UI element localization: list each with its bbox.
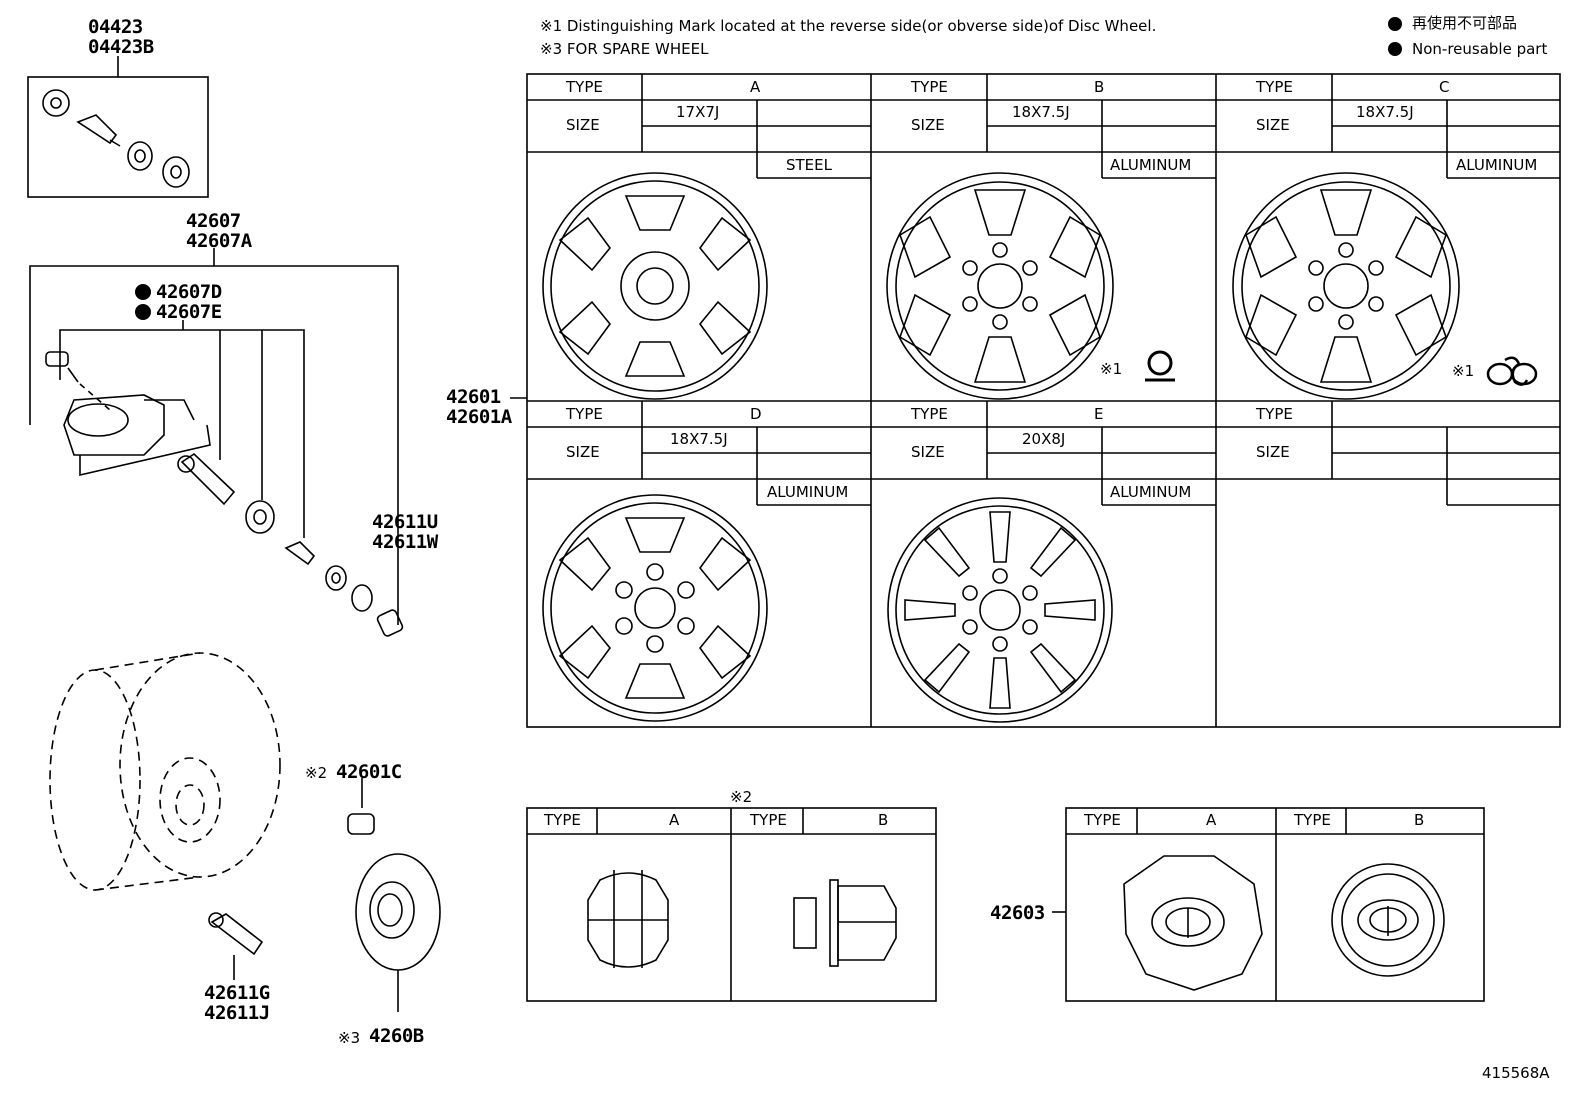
type-label: TYPE xyxy=(1256,405,1293,423)
part-number-04423[interactable]: 04423 xyxy=(88,16,143,38)
part-number-42607a[interactable]: 42607A xyxy=(186,230,252,252)
legend-dot-icon xyxy=(1388,42,1402,56)
wheel-material-d: ALUMINUM xyxy=(767,483,849,501)
type-label: TYPE xyxy=(750,811,787,829)
wheel-a-drawing xyxy=(542,172,768,400)
wheel-size-e: 20X8J xyxy=(1022,430,1066,448)
mark-label-b: ※1 xyxy=(1100,360,1123,378)
part-number-42611w[interactable]: 42611W xyxy=(372,531,438,553)
part-number-42611j[interactable]: 42611J xyxy=(204,1002,270,1024)
type-label: TYPE xyxy=(566,78,603,96)
lug-nut-42601c-drawing xyxy=(347,778,375,835)
part-number-42603[interactable]: 42603 xyxy=(990,902,1045,924)
spare-wheel-4260b-drawing xyxy=(355,853,441,1012)
size-label: SIZE xyxy=(566,443,600,461)
cap-a-drawing xyxy=(1123,855,1263,991)
type-label: TYPE xyxy=(1256,78,1293,96)
type-label: TYPE xyxy=(1294,811,1331,829)
size-label: SIZE xyxy=(911,443,945,461)
valve-42611g-drawing xyxy=(208,912,264,980)
part-number-42611g[interactable]: 42611G xyxy=(204,982,270,1004)
cap-b-drawing xyxy=(1331,863,1445,977)
nut-type-b: B xyxy=(878,811,889,829)
cap-type-b: B xyxy=(1414,811,1425,829)
wheel-size-c: 18X7.5J xyxy=(1356,103,1414,121)
part-number-42601a[interactable]: 42601A xyxy=(446,406,512,428)
type-label: TYPE xyxy=(566,405,603,423)
wheel-table-grid xyxy=(526,73,1561,728)
valve-kit-box xyxy=(27,56,209,198)
wheel-type-e: E xyxy=(1094,405,1104,423)
wheel-type-a: A xyxy=(750,78,761,96)
wheel-size-d: 18X7.5J xyxy=(670,430,728,448)
diagram-ref-id: 415568A xyxy=(1482,1064,1550,1082)
tire-diagram xyxy=(49,652,281,891)
legend-dot-icon xyxy=(1388,17,1402,31)
wheel-b-drawing xyxy=(886,172,1114,400)
part-number-04423b[interactable]: 04423B xyxy=(88,36,154,58)
size-label: SIZE xyxy=(566,116,600,134)
wheel-e-drawing xyxy=(887,497,1113,723)
nut-type-a: A xyxy=(669,811,680,829)
type-label: TYPE xyxy=(544,811,581,829)
part-number-42607[interactable]: 42607 xyxy=(186,210,241,232)
type-label: TYPE xyxy=(911,78,948,96)
distinguishing-mark-c xyxy=(1486,356,1538,386)
wheel-size-a: 17X7J xyxy=(676,103,720,121)
wheel-type-c: C xyxy=(1439,78,1450,96)
wheel-material-e: ALUMINUM xyxy=(1110,483,1192,501)
nut-table-grid xyxy=(526,807,937,1002)
note-mark-3: ※3 xyxy=(338,1029,361,1047)
cap-table-grid xyxy=(1052,807,1485,1002)
wheel-size-b: 18X7.5J xyxy=(1012,103,1070,121)
wheel-material-b: ALUMINUM xyxy=(1110,156,1192,174)
size-label: SIZE xyxy=(1256,116,1290,134)
type-label: TYPE xyxy=(1084,811,1121,829)
mark-label-c: ※1 xyxy=(1452,362,1475,380)
note-mark-2: ※2 xyxy=(305,764,328,782)
wheel-type-b: B xyxy=(1094,78,1105,96)
part-number-42607d[interactable]: 42607D xyxy=(156,281,222,303)
wheel-material-a: STEEL xyxy=(786,156,832,174)
note-spare-wheel: ※3 FOR SPARE WHEEL xyxy=(540,40,709,58)
non-reusable-dot-icon xyxy=(135,304,151,320)
size-label: SIZE xyxy=(1256,443,1290,461)
nut-a-drawing xyxy=(587,870,669,968)
nut-table-mark: ※2 xyxy=(730,788,753,806)
legend-japanese: 再使用不可部品 xyxy=(1412,14,1518,32)
note-distinguishing-mark: ※1 Distinguishing Mark located at the re… xyxy=(540,17,1157,35)
cap-type-a: A xyxy=(1206,811,1217,829)
part-number-42601[interactable]: 42601 xyxy=(446,386,501,408)
type-label: TYPE xyxy=(911,405,948,423)
part-number-42601c[interactable]: 42601C xyxy=(336,761,402,783)
part-number-42607e[interactable]: 42607E xyxy=(156,301,222,323)
tpms-sensor-assembly xyxy=(29,248,404,637)
non-reusable-dot-icon xyxy=(135,284,151,300)
wheel-d-drawing xyxy=(542,494,768,722)
nut-b-drawing xyxy=(793,879,897,967)
wheel-type-d: D xyxy=(750,405,762,423)
wheel-material-c: ALUMINUM xyxy=(1456,156,1538,174)
part-number-4260b[interactable]: 4260B xyxy=(369,1025,424,1047)
size-label: SIZE xyxy=(911,116,945,134)
part-number-42611u[interactable]: 42611U xyxy=(372,511,438,533)
legend-non-reusable: Non-reusable part xyxy=(1412,40,1548,58)
wheel-c-drawing xyxy=(1232,172,1460,400)
distinguishing-mark-b xyxy=(1145,350,1175,382)
